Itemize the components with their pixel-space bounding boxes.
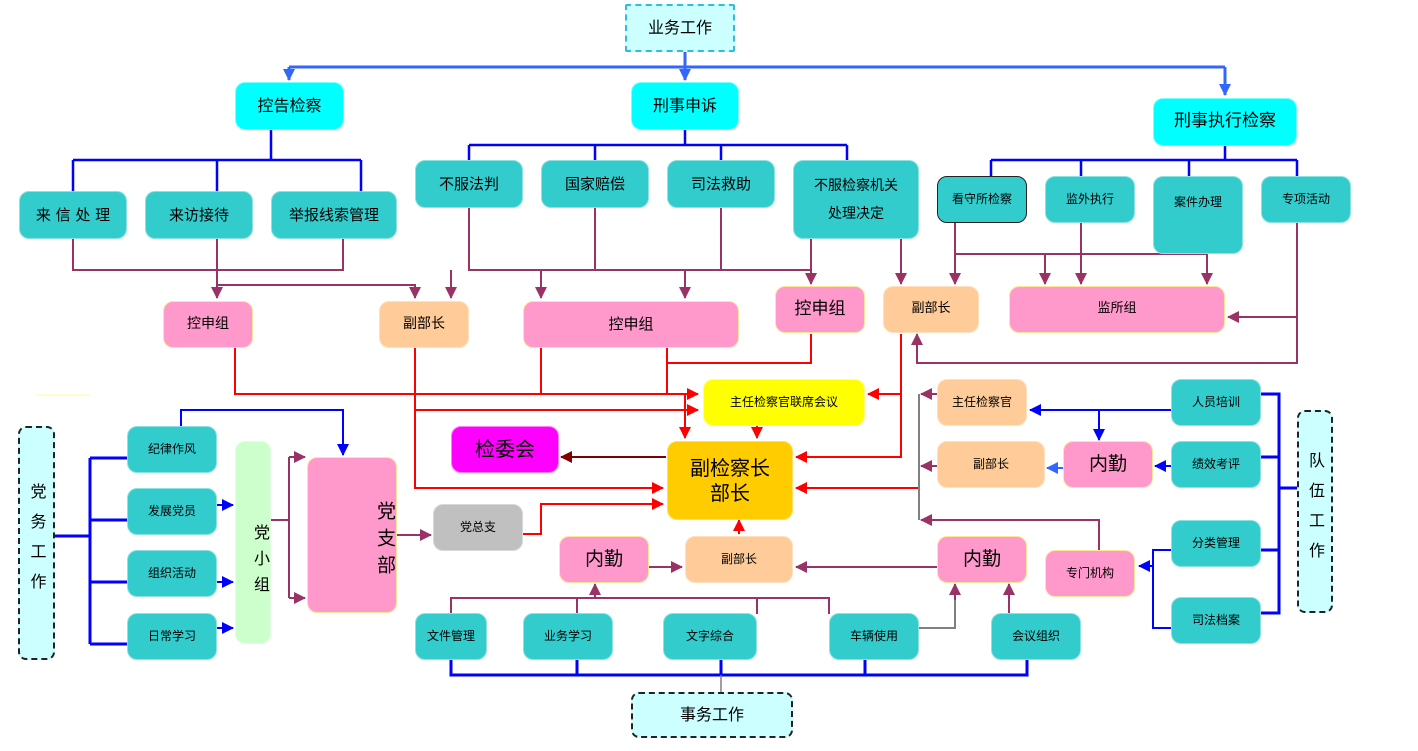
party-work-title: 党务工作	[18, 426, 55, 660]
node-wenzi-zonghe[interactable]: 文字综合	[663, 613, 757, 660]
node-richang-xuexi[interactable]: 日常学习	[127, 613, 217, 660]
node-jianweihui[interactable]: 检委会	[451, 426, 559, 473]
node-xingshi-shensu[interactable]: 刑事申诉	[631, 82, 739, 130]
node-jubao-xiansuo[interactable]: 举报线索管理	[271, 191, 397, 239]
connector-business-to-groups	[72, 207, 1298, 364]
connector-affairs	[450, 561, 1015, 614]
node-laifang-jiedai[interactable]: 来访接待	[145, 191, 253, 239]
node-fenlei-guanli[interactable]: 分类管理	[1171, 520, 1261, 567]
node-jilv-zuofeng[interactable]: 纪律作风	[127, 426, 217, 473]
node-kongshen-group-2[interactable]: 控申组	[523, 301, 739, 348]
connector-party	[54, 456, 127, 646]
node-deputy-director-1[interactable]: 副部长	[379, 301, 469, 348]
node-kanshousuo-jiancha[interactable]: 看守所检察	[937, 176, 1027, 223]
node-huiyi-zuzhi[interactable]: 会议组织	[991, 613, 1081, 660]
node-xingshi-zhixing[interactable]: 刑事执行检察	[1153, 98, 1297, 146]
node-affairs-deputy[interactable]: 副部长	[685, 536, 793, 583]
connector-groups-to-center	[234, 334, 919, 535]
node-wenjian-guanli[interactable]: 文件管理	[415, 613, 487, 660]
affairs-work-title: 事务工作	[631, 692, 793, 738]
node-party-group[interactable]: 党小组	[235, 441, 271, 644]
node-jixiao-kaoping[interactable]: 绩效考评	[1171, 441, 1261, 488]
business-work-title: 业务工作	[625, 4, 735, 52]
node-kongao-jiancha[interactable]: 控告检察	[235, 82, 344, 130]
node-renyuan-peixun[interactable]: 人员培训	[1171, 379, 1261, 426]
node-zuzhi-huodong[interactable]: 组织活动	[127, 550, 217, 597]
node-neiqin-right[interactable]: 内勤	[937, 536, 1027, 583]
node-cheliang-shiyong[interactable]: 车辆使用	[829, 613, 919, 660]
node-deputy-director-2[interactable]: 副部长	[883, 286, 979, 333]
node-chief-prosecutor[interactable]: 主任检察官	[937, 379, 1027, 426]
node-joint-meeting[interactable]: 主任检察官联席会议	[703, 379, 865, 426]
node-zhuanmen-jigou[interactable]: 专门机构	[1045, 550, 1135, 597]
node-sifa-jiuzhu[interactable]: 司法救助	[667, 160, 775, 208]
center-leader-line1: 副检察长	[690, 455, 770, 480]
node-neiqin-left[interactable]: 内勤	[559, 536, 649, 583]
node-bufu-jiancha-jueding[interactable]: 不服检察机关处理决定	[793, 160, 919, 239]
node-team-neiqin[interactable]: 内勤	[1063, 441, 1153, 488]
node-laixin-chuli[interactable]: 来 信 处 理	[19, 191, 127, 239]
node-kongshen-group-3[interactable]: 控申组	[775, 286, 865, 333]
node-party-general-branch[interactable]: 党总支	[433, 504, 523, 551]
node-center-leader[interactable]: 副检察长 部长	[667, 441, 793, 520]
node-yewu-xuexi[interactable]: 业务学习	[523, 613, 613, 660]
connector-business-trees	[71, 130, 1299, 191]
node-team-deputy[interactable]: 副部长	[937, 441, 1045, 488]
node-guojia-peichang[interactable]: 国家赔偿	[541, 160, 649, 208]
node-jiansuo-group[interactable]: 监所组	[1009, 286, 1225, 333]
node-jianwai-zhixing[interactable]: 监外执行	[1045, 176, 1135, 223]
node-kongshen-group-1[interactable]: 控申组	[163, 301, 253, 348]
node-sifa-dangan[interactable]: 司法档案	[1171, 597, 1261, 644]
node-fazhan-dangyuan[interactable]: 发展党员	[127, 488, 217, 535]
connector-top-distribution	[283, 52, 1231, 96]
center-leader-line2: 部长	[710, 480, 750, 505]
team-work-title: 队伍工作	[1297, 410, 1333, 613]
node-bufu-fapan[interactable]: 不服法判	[415, 160, 523, 208]
node-party-branch[interactable]: 党支部	[307, 457, 397, 613]
node-anjian-banli[interactable]: 案件办理	[1153, 176, 1243, 254]
node-zhuanxiang-huodong[interactable]: 专项活动	[1261, 176, 1351, 223]
